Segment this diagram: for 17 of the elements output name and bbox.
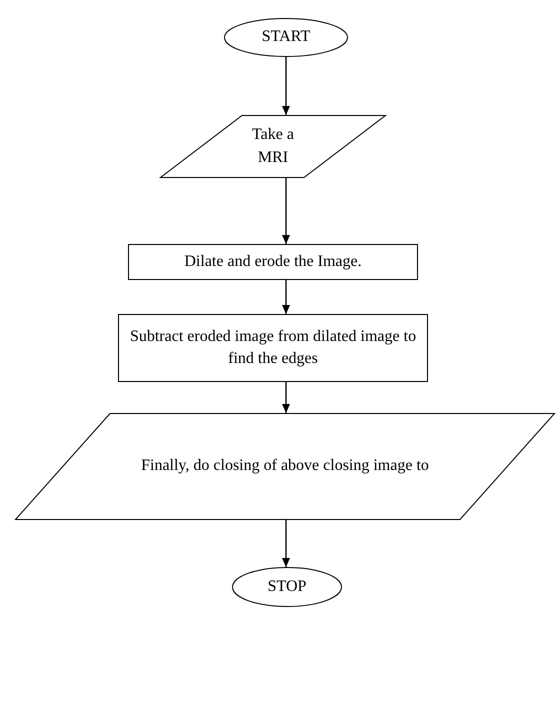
node-text: Dilate and erode the Image.	[184, 252, 362, 272]
arrow	[282, 520, 290, 567]
node-text: START	[262, 27, 310, 48]
process-box	[118, 314, 428, 382]
node-text: Finally, do closing of above closing image to	[141, 456, 429, 476]
arrow	[282, 178, 290, 244]
node-text: STOP	[268, 576, 306, 597]
node-text: Take a MRI	[251, 125, 295, 168]
input-parallelogram	[160, 115, 386, 178]
terminal-oval	[232, 567, 342, 607]
process-box	[128, 244, 418, 280]
node-text: Subtract eroded image from dilated image to find the edges	[128, 326, 418, 369]
arrow	[282, 280, 290, 314]
arrow	[282, 57, 290, 115]
terminal-oval	[224, 18, 348, 57]
input-parallelogram	[15, 413, 555, 520]
arrow	[282, 382, 290, 413]
